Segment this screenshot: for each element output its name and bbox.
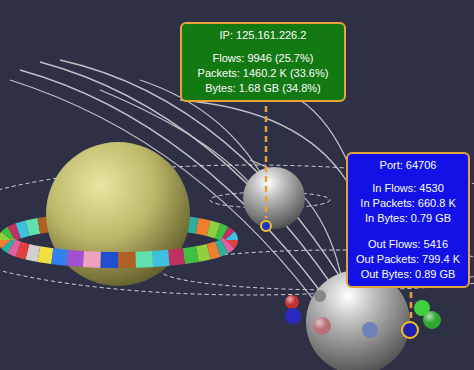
- ring-segment: [11, 246, 18, 249]
- tooltip-stat: Packets: 1460.2 K (33.6%): [188, 67, 338, 80]
- ring-segment: [225, 234, 229, 237]
- port-marker: [402, 322, 418, 338]
- ring-segment: [197, 252, 208, 254]
- ring-segment: [83, 251, 100, 268]
- ring-segment: [218, 246, 225, 249]
- host-sphere: [243, 167, 305, 229]
- ring-segment: [7, 234, 11, 237]
- tooltip-stat: In Bytes: 0.79 GB: [354, 212, 462, 225]
- ring-segment: [6, 240, 7, 243]
- ring-segment: [184, 254, 197, 256]
- tooltip-stat: Flows: 9946 (25.7%): [188, 52, 338, 65]
- port-tooltip: Port: 64706 In Flows: 4530 In Packets: 660…: [346, 152, 470, 288]
- tooltip-stat: In Packets: 660.8 K: [354, 197, 462, 210]
- tooltip-stat: Bytes: 1.68 GB (34.8%): [188, 82, 338, 95]
- ring-segment: [169, 256, 184, 258]
- ring-segment: [209, 249, 218, 252]
- tooltip-heading: Port: 64706: [354, 159, 462, 172]
- ring-segment: [225, 243, 229, 246]
- ring-segment: [153, 258, 169, 259]
- ring-segment: [39, 254, 52, 256]
- tooltip-stat: In Flows: 4530: [354, 182, 462, 195]
- planet-sphere: [46, 142, 190, 286]
- port-marker: [261, 221, 271, 231]
- ring-segment: [52, 256, 67, 258]
- host-tooltip: IP: 125.161.226.2Flows: 9946 (25.7%) Pack…: [180, 22, 346, 102]
- ring-segment: [27, 226, 38, 228]
- ring-segment: [18, 228, 27, 231]
- tooltip-stat: Out Flows: 5416: [354, 238, 462, 251]
- ring-segment: [27, 252, 38, 254]
- ring-segment: [118, 252, 136, 268]
- tooltip-heading: IP: 125.161.226.2: [188, 29, 338, 42]
- ring-segment: [229, 240, 230, 243]
- ring-segment: [6, 237, 7, 240]
- ring-segment: [67, 258, 83, 259]
- port-ball: [285, 290, 441, 338]
- ring-segment: [229, 237, 230, 240]
- ring-segment: [7, 243, 11, 246]
- ring-segment: [197, 226, 208, 228]
- ring-segment: [18, 249, 27, 252]
- ring-segment: [218, 231, 225, 234]
- ring-segment: [209, 228, 218, 231]
- tooltip-stat: Out Packets: 799.4 K: [354, 253, 462, 266]
- ring-segment: [136, 251, 153, 268]
- ring-segment: [11, 231, 18, 234]
- ring-segment: [100, 252, 118, 268]
- tooltip-stat: Out Bytes: 0.89 GB: [354, 268, 462, 281]
